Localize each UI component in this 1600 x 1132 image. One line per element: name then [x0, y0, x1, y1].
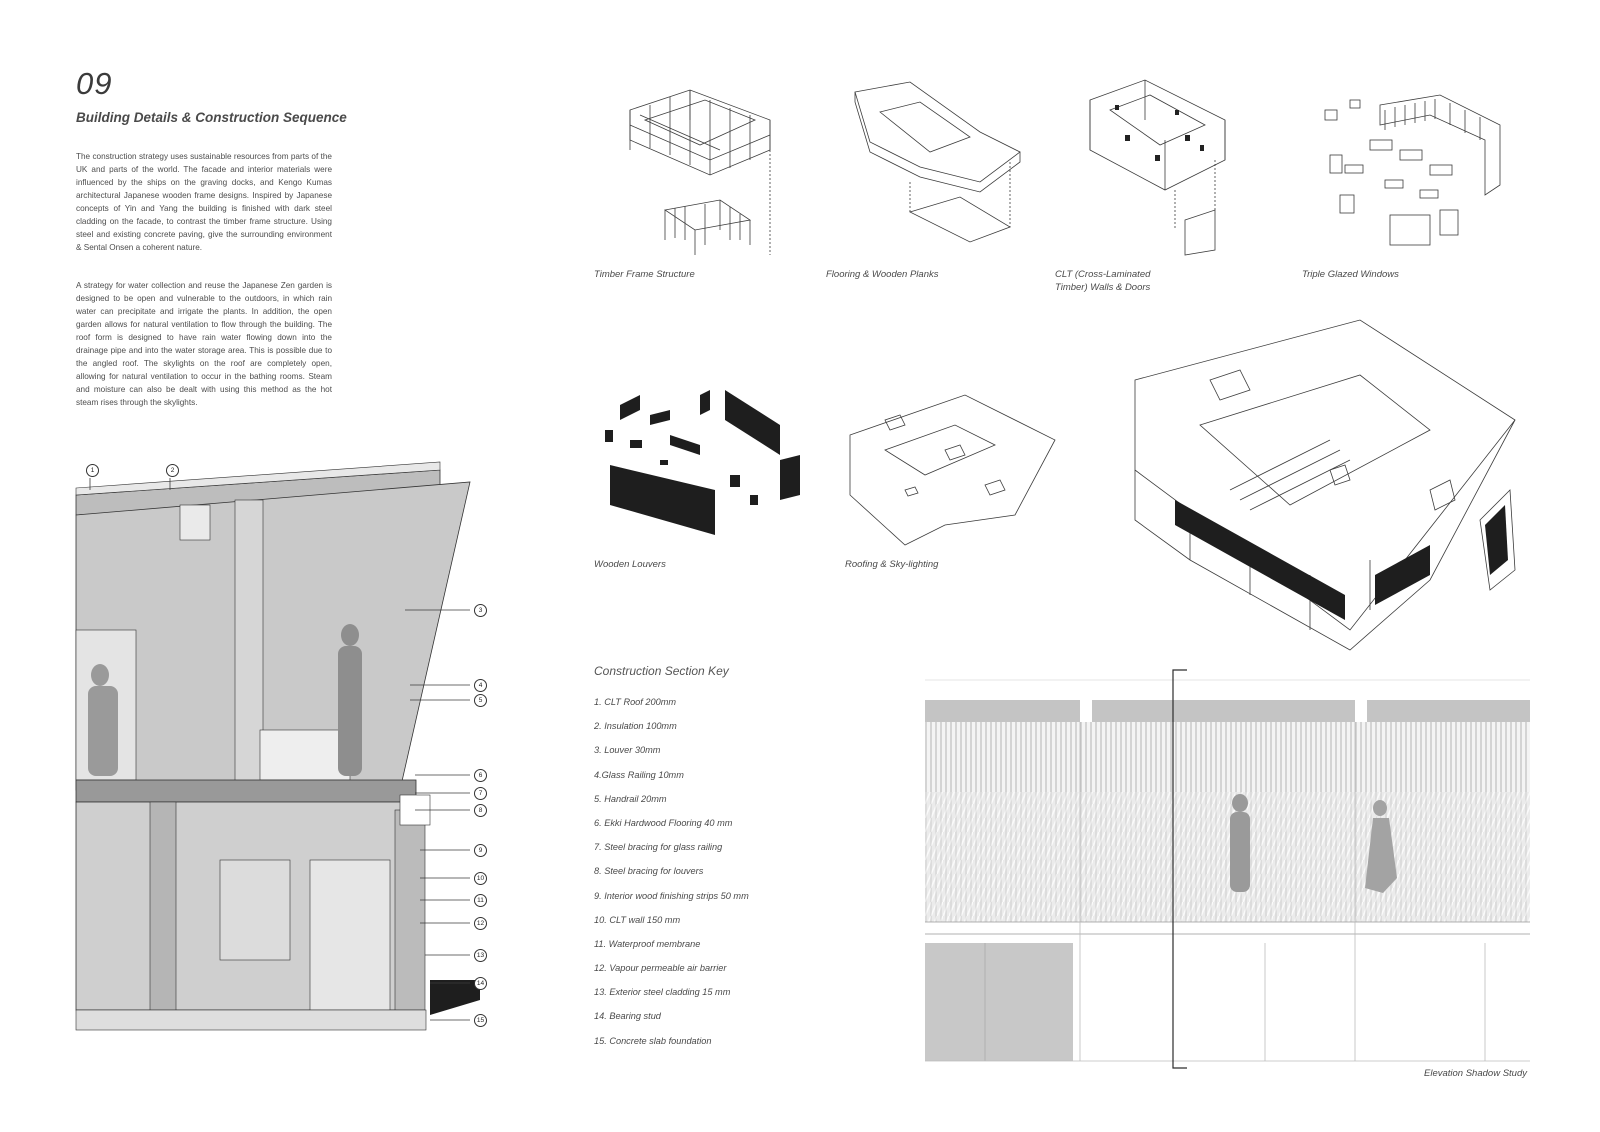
roofing-diagram	[849, 394, 1056, 546]
callout-4: 4	[474, 679, 487, 692]
callout-1: 1	[86, 464, 99, 477]
clt-caption-line-2: Timber) Walls & Doors	[1055, 282, 1151, 293]
windows-diagram	[1324, 94, 1501, 246]
louvers-caption: Wooden Louvers	[594, 559, 666, 570]
construction-strategy-paragraph: The construction strategy uses sustainab…	[76, 152, 332, 252]
key-item: 14. Bearing stud	[594, 1011, 661, 1022]
key-item: 11. Waterproof membrane	[594, 938, 701, 949]
key-item: 6. Ekki Hardwood Flooring 40 mm	[594, 817, 733, 828]
callout-13: 13	[474, 949, 487, 962]
windows-caption: Triple Glazed Windows	[1302, 269, 1399, 280]
key-item: 10. CLT wall 150 mm	[594, 914, 681, 925]
callout-3: 3	[474, 604, 487, 617]
callout-14: 14	[474, 977, 487, 990]
elevation-caption: Elevation Shadow Study	[1424, 1068, 1527, 1079]
key-item: 13. Exterior steel cladding 15 mm	[594, 987, 731, 998]
roofing-caption: Roofing & Sky-lighting	[845, 559, 939, 570]
water-strategy-paragraph: A strategy for water collection and reus…	[76, 281, 332, 407]
callout-11: 11	[474, 894, 487, 907]
key-item: 8. Steel bracing for louvers	[594, 866, 704, 877]
key-item: 9. Interior wood finishing strips 50 mm	[594, 890, 749, 901]
flooring-caption: Flooring & Wooden Planks	[826, 269, 939, 280]
key-item: 1. CLT Roof 200mm	[594, 697, 677, 707]
timber-frame-caption: Timber Frame Structure	[594, 269, 695, 280]
key-item: 3. Louver 30mm	[594, 745, 661, 756]
key-item: 2. Insulation 100mm	[594, 721, 677, 732]
timber-frame-diagram	[629, 89, 771, 255]
key-item: 4.Glass Railing 10mm	[594, 769, 684, 780]
callout-10: 10	[474, 872, 487, 885]
clt-caption-line-1: CLT (Cross-Laminated	[1055, 269, 1151, 280]
callout-8: 8	[474, 804, 487, 817]
key-item: 12. Vapour permeable air barrier	[594, 963, 727, 974]
section-key-list: 1. CLT Roof 200mm 2. Insulation 100mm 3.…	[594, 697, 749, 1060]
callout-9: 9	[474, 844, 487, 857]
callout-12: 12	[474, 917, 487, 930]
flooring-diagram	[854, 81, 1021, 243]
callout-2: 2	[166, 464, 179, 477]
building-axonometric	[1134, 319, 1516, 651]
section-key-title: Construction Section Key	[594, 664, 729, 678]
key-item: 15. Concrete slab foundation	[594, 1035, 712, 1046]
construction-section-drawing	[75, 461, 480, 1031]
key-item: 5. Handrail 20mm	[594, 793, 667, 804]
key-item: 7. Steel bracing for glass railing	[594, 842, 723, 853]
elevation-shadow-study	[925, 669, 1530, 1069]
callout-6: 6	[474, 769, 487, 782]
callout-5: 5	[474, 694, 487, 707]
clt-walls-diagram	[1089, 79, 1226, 256]
page-title: Building Details & Construction Sequence	[76, 110, 347, 125]
callout-15: 15	[474, 1014, 487, 1027]
page-number: 09	[76, 66, 113, 101]
wooden-louvers-diagram	[605, 390, 800, 535]
callout-7: 7	[474, 787, 487, 800]
